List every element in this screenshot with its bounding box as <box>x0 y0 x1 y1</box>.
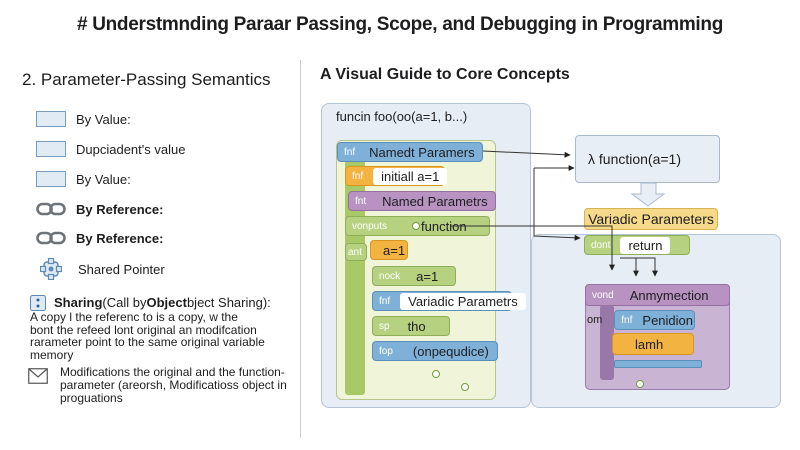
initial-value-block: fnf initiall a=1 <box>345 166 448 186</box>
return-block: dont return <box>584 235 690 255</box>
shared-pointer-row: Shared Pointer <box>36 258 165 280</box>
purple-rail <box>600 305 614 380</box>
value-box-icon <box>36 111 66 127</box>
chain-link-icon <box>36 231 66 245</box>
named-parameters-block-2: fnt Named Parametrs <box>348 191 496 211</box>
nock-block: nock a=1 <box>372 266 456 286</box>
connector-dot <box>432 370 440 378</box>
by-reference-row-2: By Reference: <box>36 230 163 246</box>
by-reference-label-2: By Reference: <box>76 230 164 246</box>
page-title: # Understmnding Paraar Passing, Scope, a… <box>76 14 724 35</box>
blue-bar <box>614 360 702 368</box>
by-value-row-2: By Value: <box>36 171 131 187</box>
ant-tag: ant <box>345 243 367 261</box>
value-box-icon <box>36 141 66 157</box>
by-value-label: By Value: <box>76 111 131 127</box>
sp-block: sp tho <box>372 316 450 336</box>
connector-dot <box>461 383 469 391</box>
sharing-body: A copy l the referenc to is a copy, w th… <box>30 310 265 362</box>
named-parameters-block: fnf Namedt Paramers <box>337 142 483 162</box>
a1-block: a=1 <box>370 240 408 260</box>
shared-pointer-icon <box>40 258 62 280</box>
by-reference-row: By Reference: <box>36 201 163 217</box>
duplicated-value-row: Dupciadent's value <box>36 141 185 157</box>
anonymous-function-header: vond Anmymection <box>585 284 730 306</box>
function-signature: funcin foo(oo(a=1, b...) <box>336 109 468 124</box>
lamh-block: lamh <box>612 333 694 355</box>
vertical-divider <box>300 60 301 438</box>
envelope-icon <box>28 368 48 384</box>
shared-pointer-label: Shared Pointer <box>78 261 165 277</box>
by-reference-label: By Reference: <box>76 201 164 217</box>
by-value-row: By Value: <box>36 111 131 127</box>
fop-block: fop (onpequdice) <box>372 341 498 361</box>
lambda-function-box: λ function(a=1) <box>575 135 720 183</box>
value-box-icon <box>36 171 66 187</box>
parameter-passing-heading: 2. Parameter-Passing Semantics <box>22 70 271 89</box>
chain-link-icon <box>36 202 66 216</box>
variadic-parameters-block: fnf Variadic Parametrs <box>372 291 526 311</box>
connector-dot <box>412 222 420 230</box>
duplicated-value-label: Dupciadent's value <box>76 141 186 157</box>
object-icon <box>30 295 46 311</box>
modifications-text: Modifications the original and the funct… <box>60 365 287 405</box>
by-value-label-2: By Value: <box>76 171 131 187</box>
variadic-parameters-label: Variadic Parameters <box>584 208 718 230</box>
visual-guide-heading: A Visual Guide to Core Concepts <box>320 66 570 83</box>
modifications-note: Modifications the original and the funct… <box>28 366 290 405</box>
penidion-row: om fnf Penidion <box>585 310 695 330</box>
connector-dot <box>636 380 644 388</box>
